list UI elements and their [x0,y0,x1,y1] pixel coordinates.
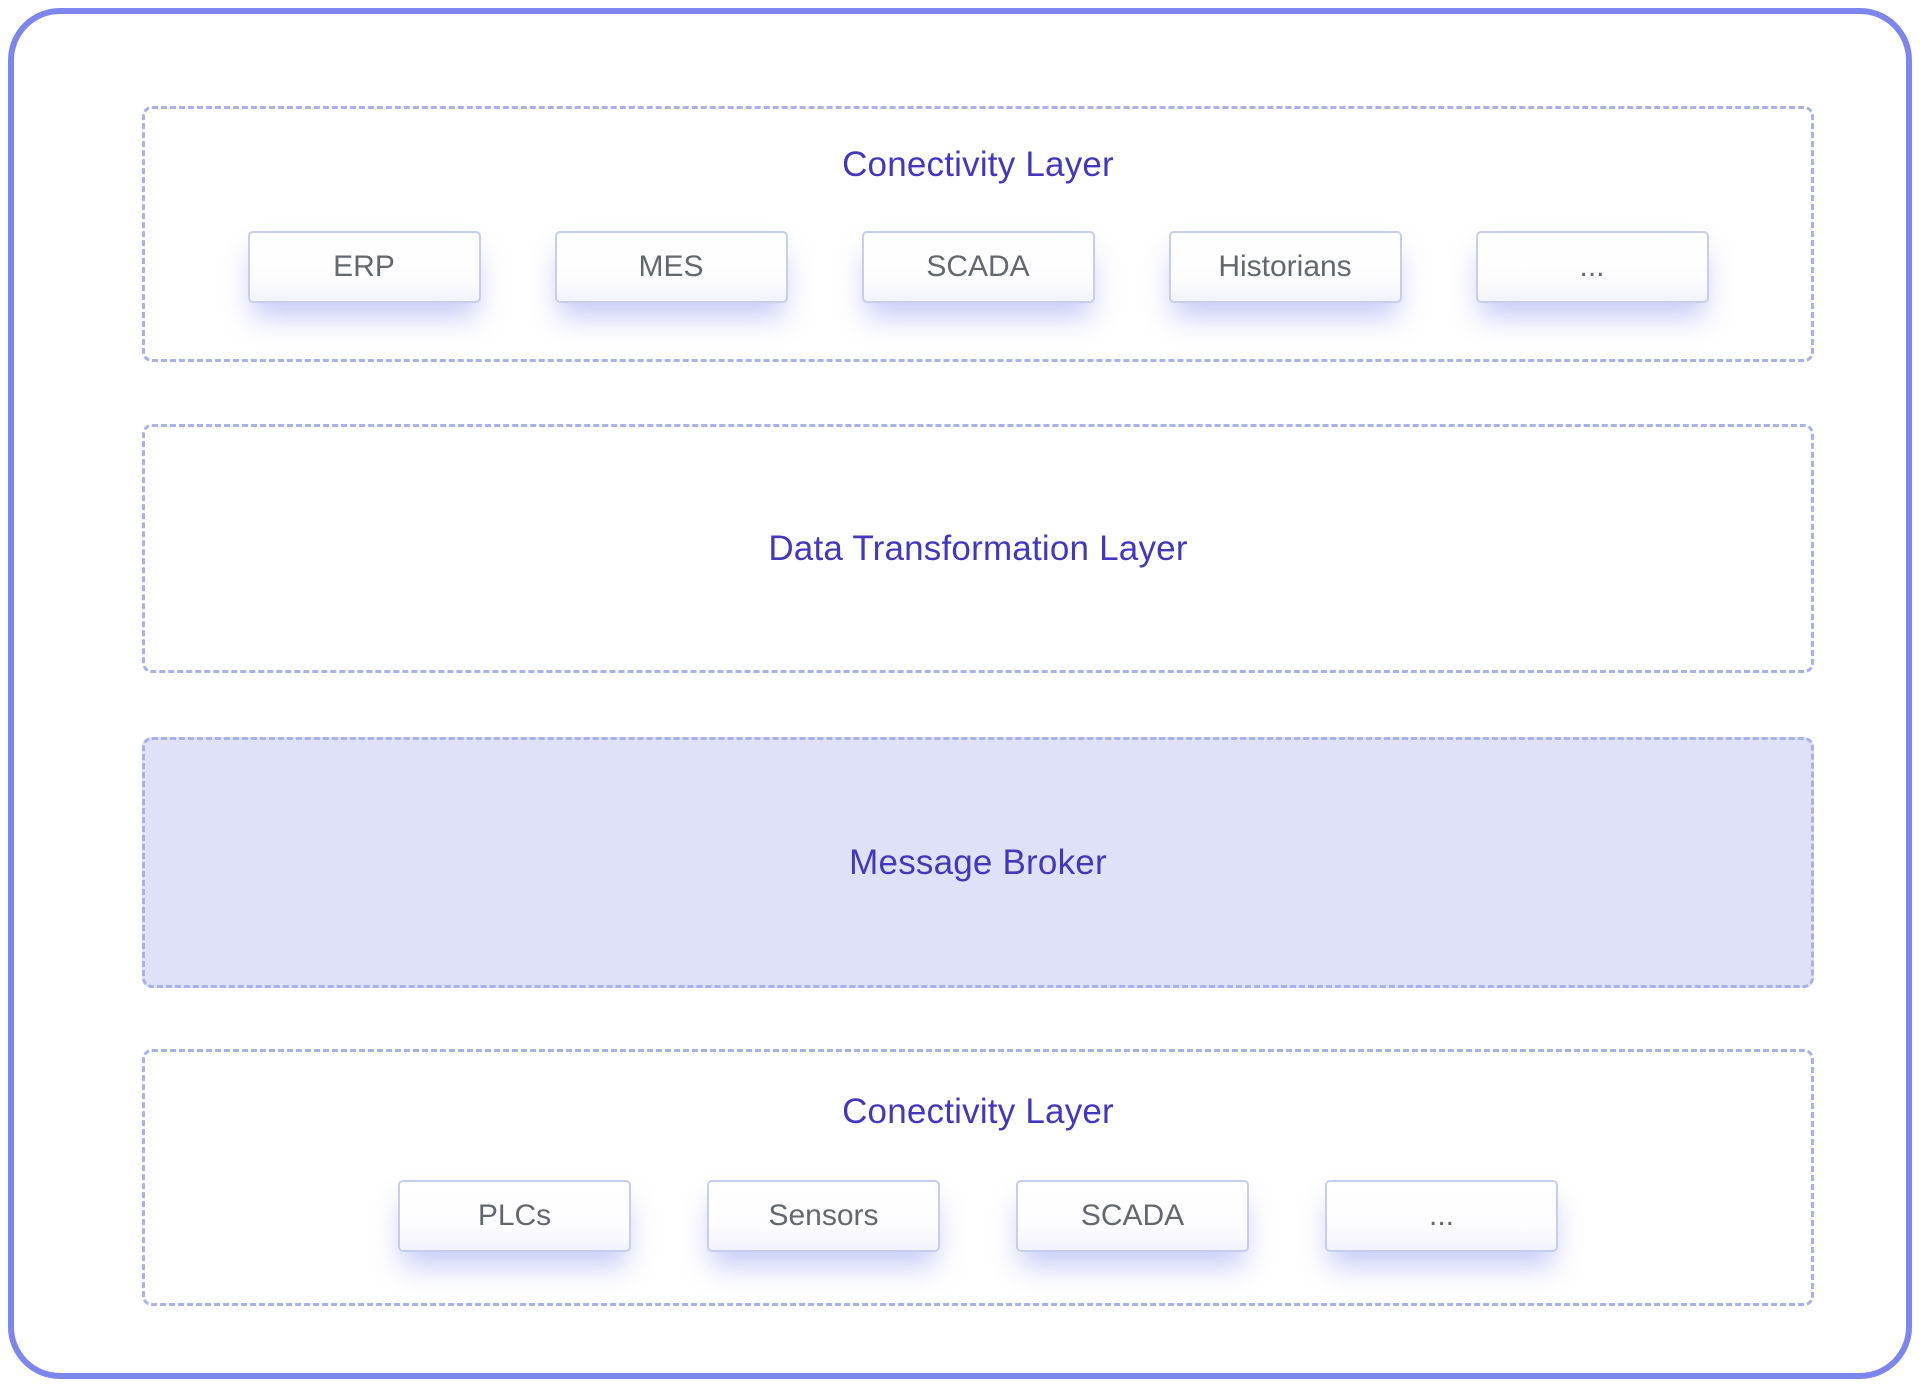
component-box-sensors: Sensors [707,1180,940,1252]
component-box-plcs: PLCs [398,1180,631,1252]
connectivity-layer-top: Conectivity Layer ERP MES SCADA Historians.… [142,106,1814,362]
component-box-more: ... [1325,1180,1558,1252]
component-box-scada: SCADA [861,231,1095,303]
component-box-erp: ERP [247,231,481,303]
connectivity-layer-bottom-row: PLCs Sensors SCADA... [145,1180,1811,1252]
diagram-outer-frame: Conectivity Layer ERP MES SCADA Historians.… [8,8,1912,1379]
component-box-label: MES [638,250,704,283]
component-box-label: ... [1428,1199,1454,1232]
connectivity-layer-top-row: ERP MES SCADA Historians... [145,231,1811,303]
component-box-label: ... [1579,250,1605,283]
message-broker-title: Message Broker [849,842,1107,882]
data-transformation-layer-title: Data Transformation Layer [768,528,1188,568]
component-box-label: PLCs [477,1199,552,1232]
connectivity-layer-top-title: Conectivity Layer [842,145,1114,184]
connectivity-layer-bottom: Conectivity Layer PLCs Sensors SCADA... [142,1049,1814,1306]
data-transformation-layer: Data Transformation Layer [142,424,1814,673]
component-box-label: SCADA [1080,1199,1185,1232]
component-box-label: Sensors [768,1199,879,1232]
component-box-label: SCADA [926,250,1030,283]
message-broker-layer: Message Broker [142,737,1814,988]
component-box-label: ERP [333,250,395,283]
connectivity-layer-bottom-title: Conectivity Layer [842,1092,1114,1131]
component-box-mes: MES [554,231,788,303]
component-box-historians: Historians [1168,231,1402,303]
component-box-scada: SCADA [1016,1180,1249,1252]
component-box-more: ... [1475,231,1709,303]
component-box-label: Historians [1218,250,1352,283]
